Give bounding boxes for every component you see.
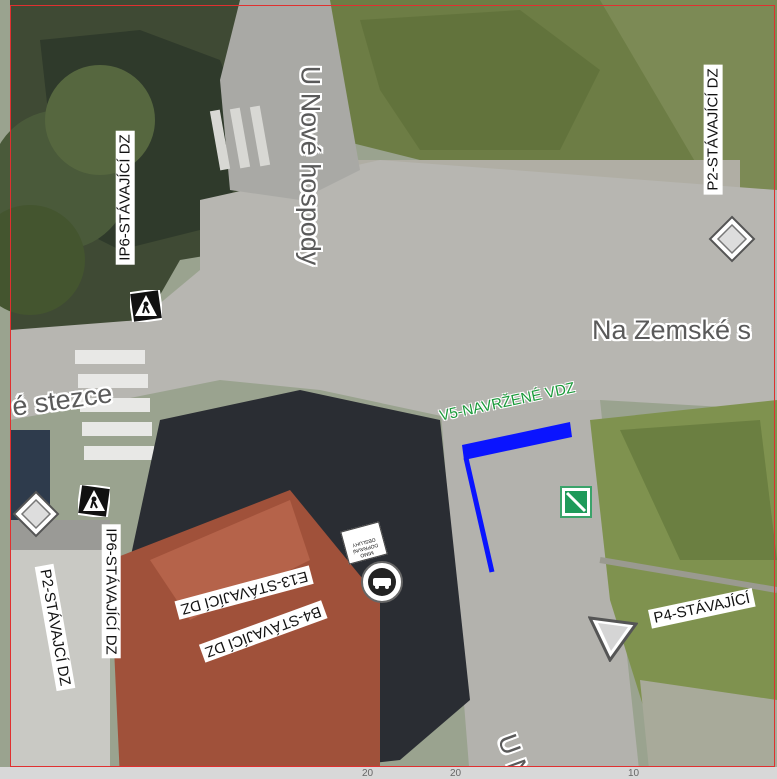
sign-label-ip6-top: IP6-STÁVAJÍCÍ DZ bbox=[115, 130, 135, 265]
street-label-na-zemske: Na Zemské s bbox=[592, 315, 752, 345]
priority-road-icon[interactable] bbox=[12, 490, 60, 543]
sign-label-ip6-bottom: IP6-STÁVAJÍCÍ DZ bbox=[101, 524, 121, 659]
sign-label-p2-top-right: P2-STÁVAJÍCÍ DZ bbox=[703, 64, 723, 195]
pedestrian-crossing-icon[interactable] bbox=[127, 287, 165, 327]
no-vehicles-icon[interactable] bbox=[360, 560, 404, 609]
pedestrian-crossing-icon[interactable] bbox=[75, 482, 113, 522]
end-of-restriction-icon[interactable] bbox=[560, 486, 592, 523]
give-way-icon[interactable] bbox=[587, 614, 639, 667]
priority-road-icon[interactable] bbox=[708, 215, 756, 268]
v5-edge-line[interactable] bbox=[463, 457, 495, 573]
scale-tick: 20 bbox=[362, 768, 374, 779]
v5-stop-line[interactable] bbox=[462, 422, 572, 460]
scale-strip bbox=[0, 767, 777, 779]
scale-tick: 10 bbox=[628, 768, 640, 779]
scale-tick: 20 bbox=[450, 768, 462, 779]
street-label-u-nove-hospody: U Nové hospody bbox=[295, 65, 326, 266]
